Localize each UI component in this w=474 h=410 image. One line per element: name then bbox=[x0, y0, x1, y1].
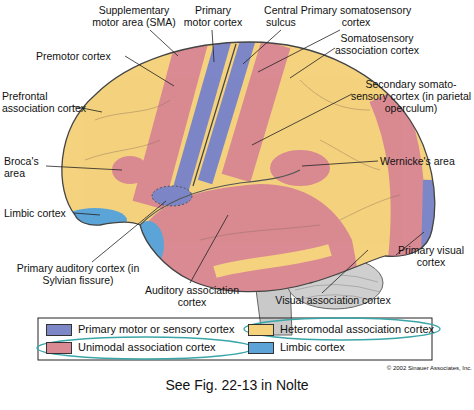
region-label: Primary auditory cortex (in Sylvian fiss… bbox=[14, 262, 142, 286]
highlight-ellipse bbox=[244, 318, 440, 340]
wernicke-region bbox=[270, 150, 330, 186]
somatosensory-association-region bbox=[236, 44, 276, 178]
legend-swatch bbox=[248, 342, 274, 354]
legend-text: Limbic cortex bbox=[280, 341, 345, 353]
legend-swatch bbox=[248, 324, 274, 336]
region-label: Primary somatosensory cortex bbox=[300, 4, 412, 28]
gyri-lines bbox=[85, 80, 400, 240]
region-label: Prefrontal association cortex bbox=[2, 90, 98, 114]
legend-swatch bbox=[46, 342, 72, 354]
region-label: Primary visual cortex bbox=[392, 244, 470, 268]
legend-swatch bbox=[46, 324, 72, 336]
region-label: Wernicke's area bbox=[380, 155, 472, 167]
central-sulcus-line bbox=[193, 44, 236, 186]
region-label: Secondary somato-sensory cortex (in pari… bbox=[350, 78, 472, 114]
highlight-ellipse bbox=[37, 337, 253, 359]
region-label: Somatosensory association cortex bbox=[325, 32, 429, 56]
region-label: Supplementary motor area (SMA) bbox=[86, 4, 182, 28]
visual-association-region bbox=[385, 95, 408, 260]
cortex-regions bbox=[0, 0, 474, 320]
sylvian-fissure bbox=[140, 170, 300, 225]
heteromodal-region bbox=[0, 0, 474, 320]
legend-text: Primary motor or sensory cortex bbox=[78, 323, 234, 335]
leader-lines bbox=[46, 30, 424, 293]
legend-text: Heteromodal association cortex bbox=[280, 323, 434, 335]
region-label: Visual association cortex bbox=[268, 294, 398, 306]
figure-caption: See Fig. 22-13 in Nolte bbox=[0, 377, 474, 393]
temporal-pole-limbic-region bbox=[132, 221, 164, 269]
region-label: Auditory association cortex bbox=[142, 284, 242, 308]
copyright-note: © 2002 Sinauer Associates, Inc. bbox=[372, 364, 472, 372]
region-label: Broca's area bbox=[4, 155, 50, 179]
region-label: Premotor cortex bbox=[36, 50, 128, 62]
region-label: Primary motor cortex bbox=[181, 4, 245, 28]
region-label: Central sulcus bbox=[258, 4, 304, 28]
temporal-heteromodal-strip bbox=[215, 250, 330, 272]
legend-text: Unimodal association cortex bbox=[78, 341, 216, 353]
region-label: Limbic cortex bbox=[4, 207, 84, 219]
